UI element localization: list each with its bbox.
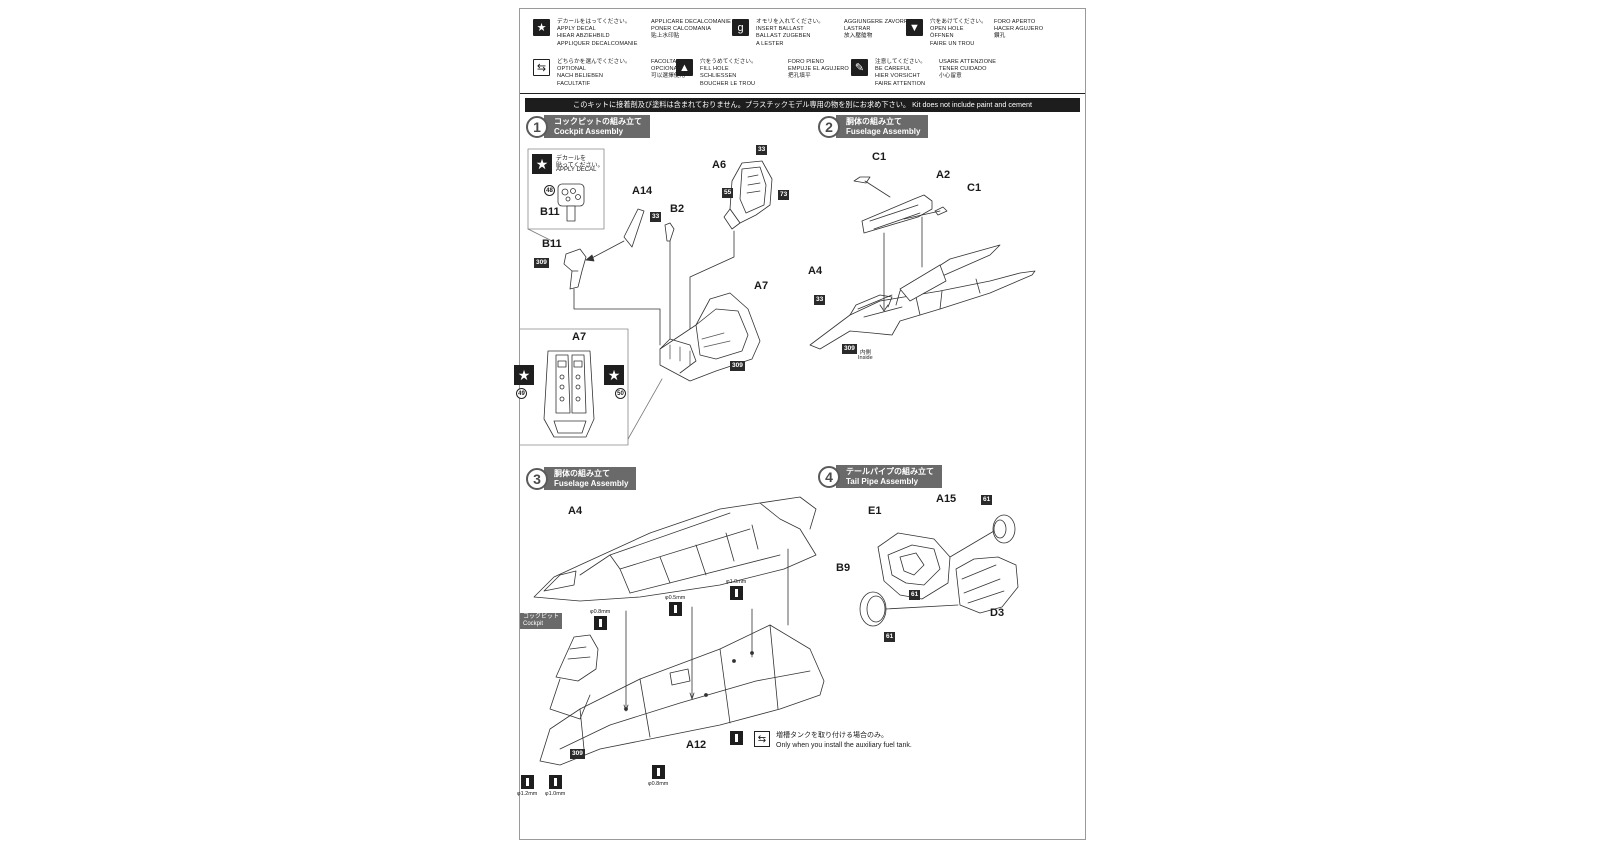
part-label: A4	[808, 265, 823, 277]
part-label: B9	[836, 562, 851, 574]
color-code: 309	[570, 749, 585, 759]
drill-hole-marker	[730, 731, 743, 745]
c1-part-top	[853, 176, 871, 184]
lower-fuselage-a12	[539, 624, 825, 766]
step-number: 3	[526, 467, 548, 490]
part-label: A15	[936, 493, 957, 505]
fuel-tank-note: 増槽タンクを取り付ける場合のみ。 Only when you install t…	[776, 732, 912, 749]
color-code: 309	[842, 344, 857, 354]
legend-fill-hole: ▲ 穴をうめてください。 FILL HOLE SCHLIESSEN BOUCHE…	[676, 59, 849, 88]
star-icon: ★	[533, 19, 550, 36]
kit-notice-banner: このキットに接着剤及び塗料は含まれておりません。プラスチックモデル専用の物を別に…	[520, 93, 1085, 112]
legend-open-hole: ▼ 穴をあけてください。 OPEN HOLE ÖFFNEN FAIRE UN T…	[906, 19, 1043, 48]
optional-icon: ⇆	[754, 731, 770, 747]
optional-icon: ⇆	[533, 59, 550, 76]
color-code: 61	[884, 632, 896, 642]
part-label: A2	[936, 169, 951, 181]
color-code: 61	[909, 590, 921, 600]
weight-icon: g	[732, 19, 749, 36]
drill-hole-marker: φ1.0mm	[545, 775, 565, 797]
a15-ring	[992, 514, 1016, 544]
open-hole-icon	[593, 616, 607, 630]
color-code: 309	[534, 258, 549, 268]
decal-number: 50	[615, 388, 626, 399]
b11-panel-small	[557, 183, 585, 222]
fuselage-nose	[809, 244, 1036, 350]
part-label: A6	[712, 159, 727, 171]
color-code: 55	[722, 188, 734, 198]
b9-ring	[859, 591, 887, 627]
drill-hole-marker: φ1.2mm	[517, 775, 537, 797]
open-hole-icon	[729, 586, 743, 600]
drill-hole-marker: φ0.8mm	[590, 609, 610, 630]
legend-be-careful: ✎ 注意してください。 BE CAREFUL HIER VORSICHT FAI…	[851, 59, 996, 88]
color-code: 33	[650, 212, 662, 222]
color-code: 61	[981, 495, 993, 505]
fill-hole-icon: ▲	[676, 59, 693, 76]
color-code: 73	[778, 190, 790, 200]
c1-part-right	[934, 206, 948, 216]
instruction-sheet: ★ デカールをはってください。 APPLY DECAL HIEAR ABZIEH…	[514, 8, 1086, 840]
caution-icon: ✎	[851, 59, 868, 76]
part-label: A7	[754, 280, 769, 292]
kit-notice-text: このキットに接着剤及び塗料は含まれておりません。プラスチックモデル専用の物を別に…	[525, 98, 1080, 112]
open-hole-icon	[668, 602, 682, 616]
a6-seat	[689, 160, 773, 340]
star-icon: ★	[604, 365, 624, 385]
open-hole-icon	[548, 775, 562, 789]
legend-apply-decal: ★ デカールをはってください。 APPLY DECAL HIEAR ABZIEH…	[533, 19, 731, 48]
a2-canopy-frame	[861, 194, 933, 234]
symbol-legend: ★ デカールをはってください。 APPLY DECAL HIEAR ABZIEH…	[533, 19, 1073, 96]
step-number: 2	[818, 115, 840, 138]
step-number: 4	[818, 465, 840, 488]
part-label: A7	[572, 331, 587, 343]
legend-optional: ⇆ どちらかを選んでください。 OPTIONAL NACH BELIEBEN F…	[533, 59, 689, 88]
part-label: C1	[967, 182, 982, 194]
a7-tub	[659, 292, 761, 382]
b2-part	[664, 222, 675, 340]
drill-hole-marker: φ0.8mm	[648, 765, 668, 787]
cockpit-subassembly-step3	[549, 634, 599, 720]
open-hole-icon	[730, 731, 743, 745]
cockpit-tag: コックピット Cockpit	[520, 613, 563, 629]
decal-number: 48	[544, 185, 555, 196]
star-icon: ★	[532, 154, 552, 174]
open-hole-icon	[651, 765, 665, 779]
part-label: A12	[686, 739, 707, 751]
part-label: A14	[632, 185, 653, 197]
color-code: 33	[814, 295, 826, 305]
drill-hole-marker: φ1.0mm	[726, 579, 746, 600]
part-label: C1	[872, 151, 887, 163]
part-label: B11	[540, 206, 560, 218]
e1-tailpipe	[877, 532, 951, 600]
d3-nozzle	[955, 556, 1019, 614]
assembly-line-art	[520, 148, 1036, 766]
step-number: 1	[526, 115, 548, 138]
open-hole-icon: ▼	[906, 19, 923, 36]
color-code: 33	[756, 145, 768, 155]
drill-hole-marker: φ0.5mm	[665, 595, 685, 616]
part-label: E1	[868, 505, 882, 517]
legend-insert-ballast: g オモリを入れてください。 INSERT BALLAST BALLAST ZU…	[732, 19, 912, 48]
part-label: D3	[990, 607, 1005, 619]
open-hole-icon	[520, 775, 534, 789]
decal-number: 49	[516, 388, 527, 399]
color-code: 309	[730, 361, 745, 371]
a14-part	[623, 208, 645, 248]
part-label: A4	[568, 505, 583, 517]
upper-fuselage-a4	[533, 496, 817, 602]
part-label: B2	[670, 203, 685, 215]
star-icon: ★	[514, 365, 534, 385]
part-label: B11	[542, 238, 562, 250]
b11-part	[563, 248, 587, 290]
a7-detail-drawing	[543, 350, 595, 438]
